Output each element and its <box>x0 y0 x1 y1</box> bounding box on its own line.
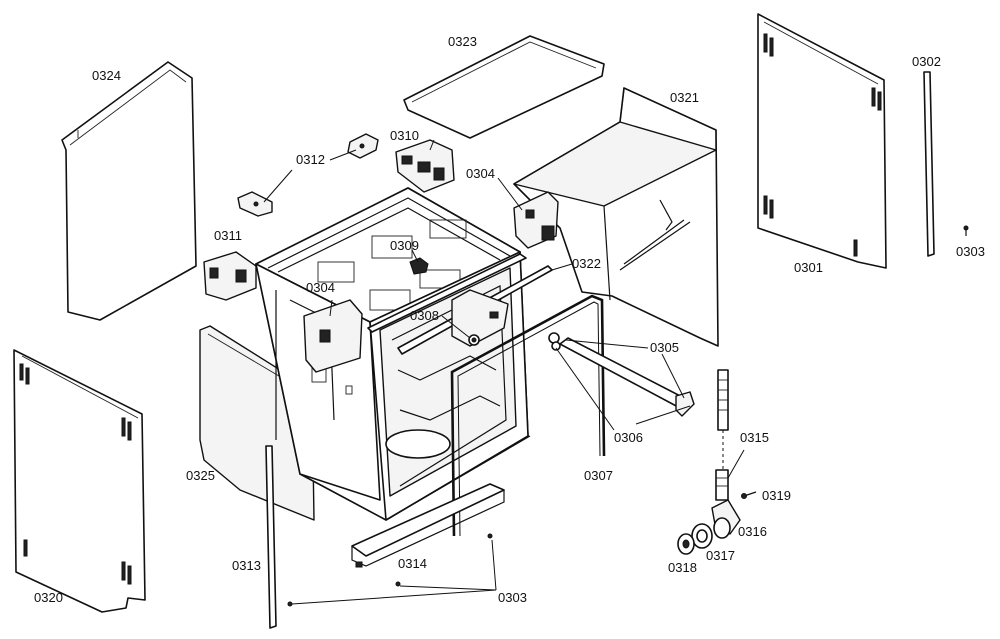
part-0319-screw <box>742 492 757 499</box>
label-0302: 0302 <box>912 54 941 69</box>
part-0320-panel <box>14 350 145 612</box>
label-0311: 0311 <box>214 228 242 243</box>
label-0315: 0315 <box>740 430 769 445</box>
label-0304-right: 0304 <box>466 166 495 181</box>
part-0315-hose <box>716 370 728 500</box>
label-0308: 0308 <box>410 308 439 323</box>
label-0318: 0318 <box>668 560 697 575</box>
label-0307: 0307 <box>584 468 613 483</box>
label-0309: 0309 <box>390 238 419 253</box>
part-0317-nut <box>692 524 712 548</box>
part-0312-clip-top <box>348 134 378 158</box>
part-0316-elbow <box>712 500 740 538</box>
label-0312: 0312 <box>296 152 325 167</box>
part-0304-bracket-right <box>514 192 558 248</box>
label-0304-left: 0304 <box>306 280 335 295</box>
label-0314: 0314 <box>398 556 427 571</box>
label-0301: 0301 <box>794 260 823 275</box>
label-0321: 0321 <box>670 90 699 105</box>
part-0323-top-panel <box>404 36 604 138</box>
part-0312-clip-bottom <box>238 192 272 216</box>
part-0310-bracket <box>396 140 454 192</box>
label-0303-bottom: 0303 <box>498 590 527 605</box>
label-0320: 0320 <box>34 590 63 605</box>
label-0313: 0313 <box>232 558 261 573</box>
part-0311-block <box>204 252 256 300</box>
label-0305: 0305 <box>650 340 679 355</box>
part-0324-panel <box>62 62 196 320</box>
label-0324: 0324 <box>92 68 121 83</box>
label-0317: 0317 <box>706 548 735 563</box>
label-0325: 0325 <box>186 468 215 483</box>
label-0310: 0310 <box>390 128 419 143</box>
label-0323: 0323 <box>448 34 477 49</box>
label-0316: 0316 <box>738 524 767 539</box>
part-0301-panel <box>758 14 886 268</box>
label-0319: 0319 <box>762 488 791 503</box>
label-0306: 0306 <box>614 430 643 445</box>
label-0303-right: 0303 <box>956 244 985 259</box>
part-0302-strip <box>924 72 934 256</box>
label-0322: 0322 <box>572 256 601 271</box>
part-0318-washer <box>678 534 694 554</box>
